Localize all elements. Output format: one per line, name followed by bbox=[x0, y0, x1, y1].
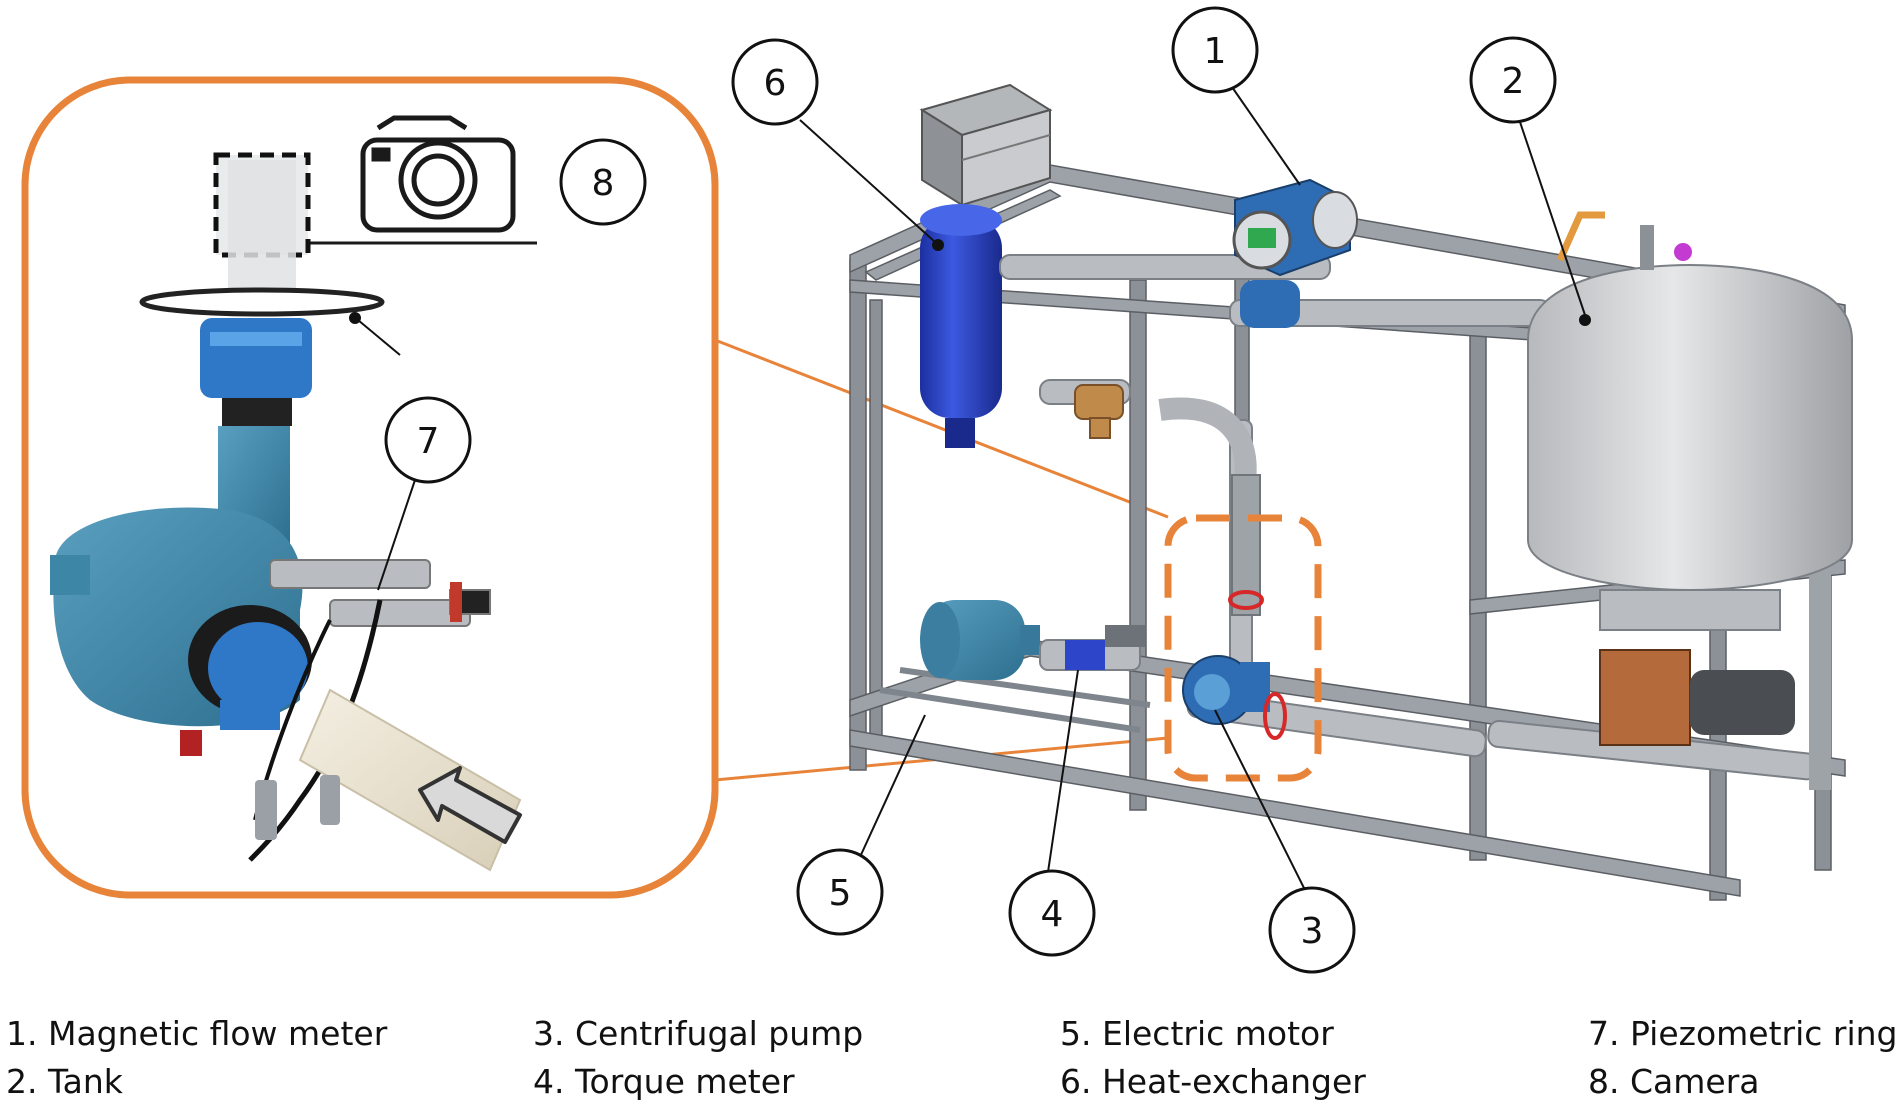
transparent-pipe-top bbox=[228, 160, 296, 290]
callout-4: 4 bbox=[1008, 669, 1096, 957]
callout-6: 6 bbox=[731, 38, 944, 251]
legend-item-tank: 2. Tank bbox=[6, 1062, 123, 1101]
callout-7: 7 bbox=[357, 319, 472, 591]
camera-icon bbox=[360, 115, 516, 233]
test-rig bbox=[849, 83, 1853, 901]
callout-3-label: 3 bbox=[1301, 911, 1324, 952]
magnetic-flow-meter bbox=[1232, 178, 1358, 328]
heat-exchanger bbox=[920, 204, 1002, 448]
callout-7-label: 7 bbox=[417, 421, 440, 462]
legend-column-4: 7. Piezometric ring 8. Camera bbox=[1588, 1010, 1898, 1106]
callout-8: 8 bbox=[559, 138, 647, 226]
inset-panel: 8 7 bbox=[21, 76, 719, 899]
control-box bbox=[919, 83, 1053, 207]
callout-8-label: 8 bbox=[592, 163, 615, 204]
legend: 1. Magnetic flow meter 2. Tank 3. Centri… bbox=[0, 1010, 1900, 1118]
callout-6-label: 6 bbox=[764, 63, 787, 104]
callout-1: 1 bbox=[1171, 6, 1301, 186]
inset-connector-top bbox=[714, 338, 1169, 519]
legend-item-pump: 3. Centrifugal pump bbox=[533, 1014, 864, 1053]
legend-item-camera: 8. Camera bbox=[1588, 1062, 1760, 1101]
pump-riser bbox=[1158, 397, 1257, 482]
callout-2: 2 bbox=[1469, 36, 1591, 326]
callout-2-label: 2 bbox=[1502, 61, 1525, 102]
legend-item-piezometric-ring: 7. Piezometric ring bbox=[1588, 1014, 1898, 1053]
side-fittings bbox=[269, 559, 491, 627]
legend-item-flow-meter: 1. Magnetic flow meter bbox=[6, 1014, 388, 1053]
legend-item-heat-exchanger: 6. Heat-exchanger bbox=[1060, 1062, 1366, 1101]
legend-column-1: 1. Magnetic flow meter 2. Tank bbox=[6, 1010, 387, 1106]
callout-4-label: 4 bbox=[1041, 894, 1064, 935]
centrifugal-pump-photo bbox=[50, 507, 312, 730]
callout-5: 5 bbox=[796, 714, 926, 936]
flow-arrow-icon bbox=[418, 766, 522, 844]
torque-meter bbox=[1039, 625, 1145, 671]
tank bbox=[1527, 211, 1853, 631]
plate-unit bbox=[1599, 649, 1795, 746]
legend-column-3: 5. Electric motor 6. Heat-exchanger bbox=[1060, 1010, 1366, 1106]
legend-item-motor: 5. Electric motor bbox=[1060, 1014, 1334, 1053]
callout-1-label: 1 bbox=[1204, 31, 1227, 72]
legend-column-2: 3. Centrifugal pump 4. Torque meter bbox=[533, 1010, 863, 1106]
callout-3: 3 bbox=[1214, 709, 1356, 974]
electric-motor bbox=[920, 600, 1040, 680]
brass-valve bbox=[1074, 384, 1124, 439]
coupling-top bbox=[200, 318, 312, 426]
sensor-cable bbox=[248, 599, 383, 862]
pump-highlight-box bbox=[1164, 514, 1322, 782]
callout-5-label: 5 bbox=[829, 873, 852, 914]
centrifugal-pump bbox=[1182, 474, 1287, 740]
inlet-hose bbox=[298, 688, 522, 872]
legend-item-torque-meter: 4. Torque meter bbox=[533, 1062, 795, 1101]
